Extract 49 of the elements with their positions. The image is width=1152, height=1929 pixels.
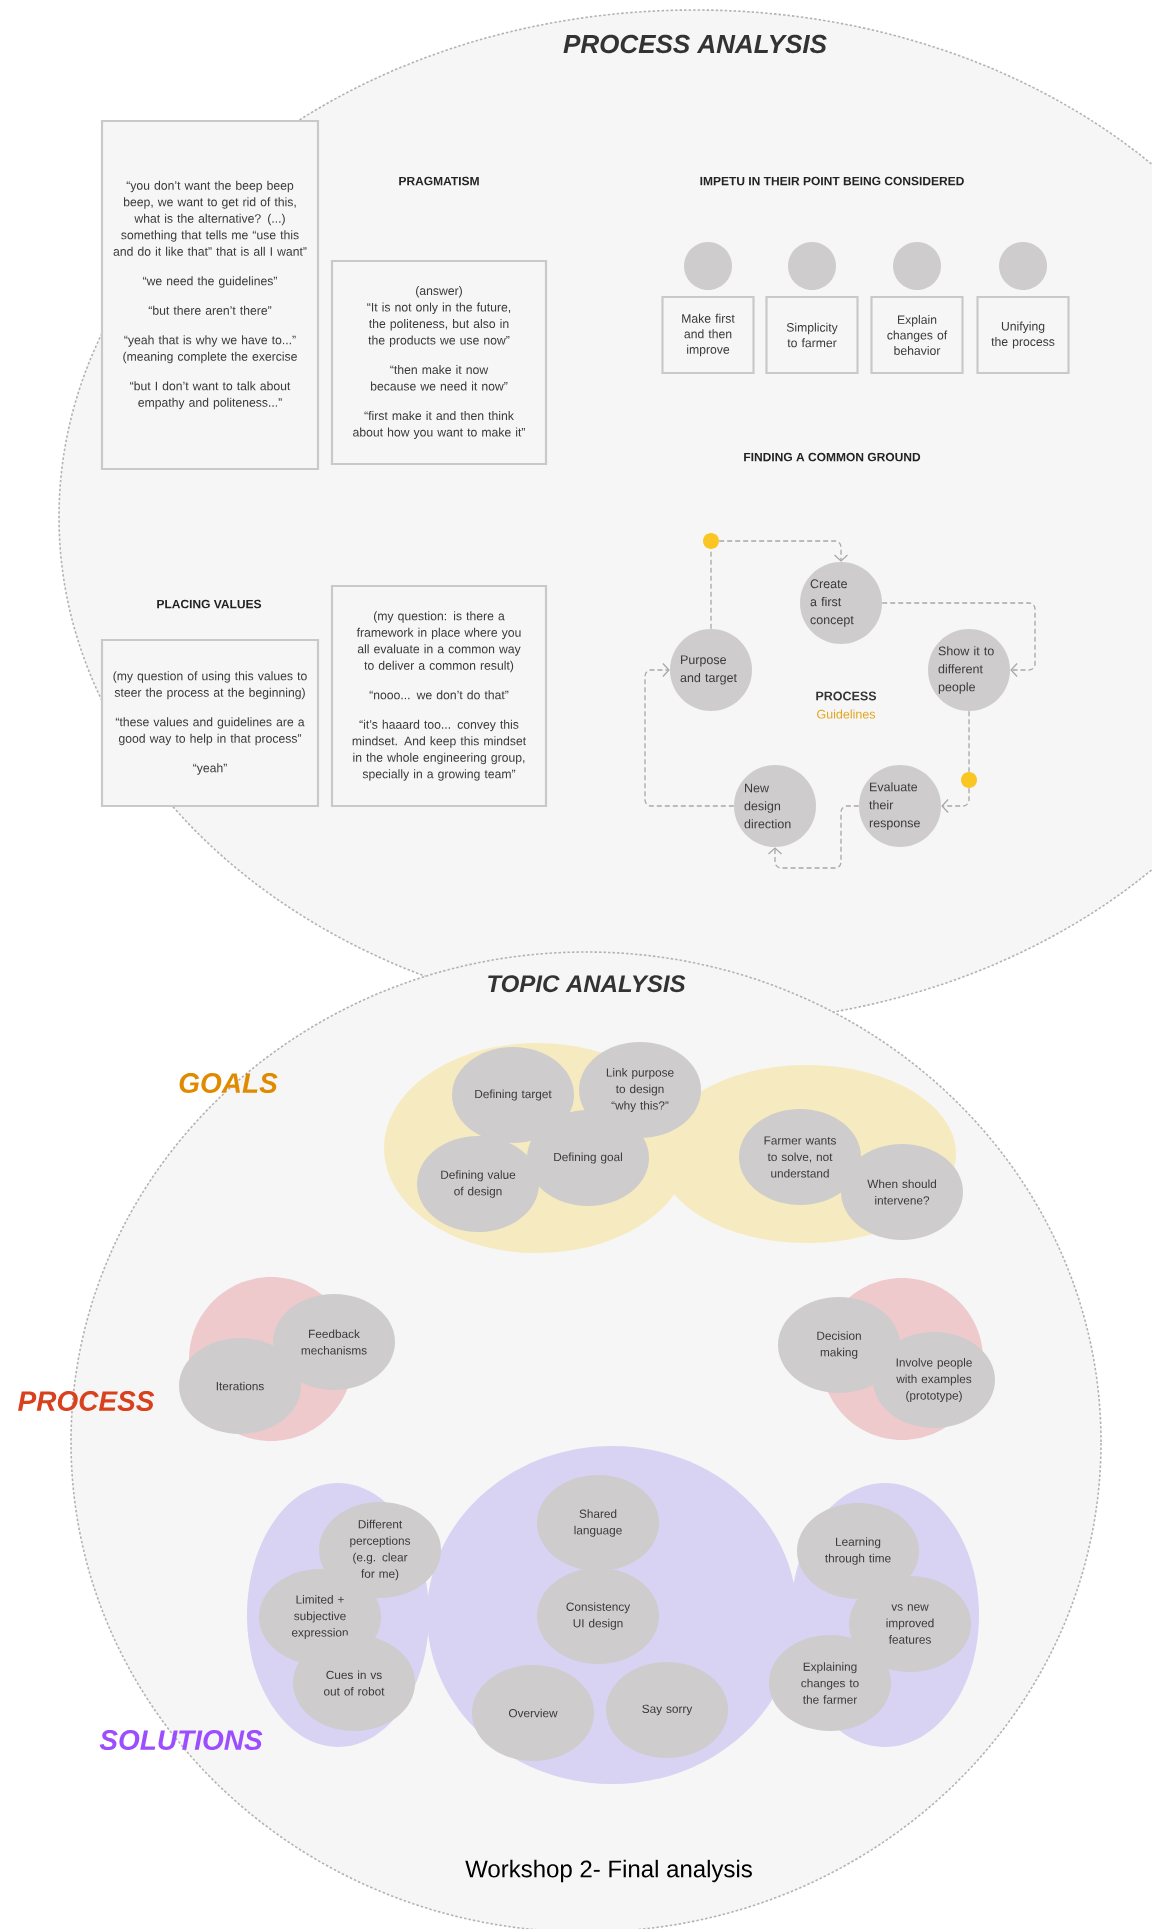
topic-bubble: When should intervene? xyxy=(841,1144,963,1240)
quote-box: (answer) “It is not only in the future, the politeness, but also in the products we use now” “then make it now because we need it now” “first make it and then think about how you want to make it” xyxy=(330,259,548,466)
section-label: SOLUTIONS xyxy=(99,1730,263,1750)
avatar-circle xyxy=(788,242,836,290)
topic-bubble: Say sorry xyxy=(606,1662,728,1758)
quote-box: (my question of using this values to steer the process at the beginning) “these values and guidelines are a good way to help in that process” “yeah” xyxy=(100,638,320,808)
topic-bubble: Defining value of design xyxy=(417,1136,539,1232)
heading-text: PRAGMATISM xyxy=(399,176,479,186)
marker-dot xyxy=(703,533,719,549)
avatar-circle xyxy=(999,242,1047,290)
topic-bubble: Iterations xyxy=(179,1338,301,1434)
node-label: Decision making xyxy=(817,1331,861,1359)
dashed-arrow xyxy=(881,602,1036,678)
topic-bubble: Feedback mechanisms xyxy=(273,1294,395,1390)
topic-bubble: Defining target xyxy=(452,1047,574,1143)
heading-text: FINDING A COMMON GROUND xyxy=(744,452,921,462)
section-label: GOALS xyxy=(179,1073,278,1093)
topic-bubble: Farmer wants to solve, not understand xyxy=(739,1109,861,1205)
heading-text: Guidelines xyxy=(817,709,876,719)
quote-box: “you don’t want the beep beep beep, we want to get rid of this, what is the alternative? (...) something that tells me “use this and do it like that” that is all I want” “we need the guidelines” “but there aren’t there” “yeah that is why we have to...” (meaning complete the exercise “but I don’t want to talk about empathy and politeness...” xyxy=(100,119,320,471)
statement-box: Make first and then improve xyxy=(661,295,755,375)
node-label: Learning through time xyxy=(825,1537,891,1565)
node-label: Link purpose to design “why this?” xyxy=(606,1068,674,1113)
quote-box: (my question: is there a framework in place where you all evaluate in a common way to deliver a common result) “nooo... we don’t do that” “it’s haaard too... convey this mindset. And keep this mindset in the whole engineering group, specially in a growing team” xyxy=(330,584,548,808)
avatar-circle xyxy=(684,242,732,290)
node-label: Defining target xyxy=(475,1089,552,1101)
dashed-arrow xyxy=(941,787,970,814)
dashed-arrow xyxy=(718,540,849,562)
node-label: Cues in vs out of robot xyxy=(324,1670,385,1696)
node-label: When should intervene? xyxy=(867,1179,936,1205)
heading-text: IMPETU IN THEIR POINT BEING CONSIDERED xyxy=(700,176,964,186)
heading-text: PROCESS xyxy=(816,691,877,701)
node-label: Defining value of design xyxy=(441,1170,516,1198)
topic-bubble: Overview xyxy=(472,1665,594,1761)
avatar-circle xyxy=(893,242,941,290)
topic-bubble: Consistency UI design xyxy=(537,1568,659,1664)
node-label: Defining goal xyxy=(554,1152,622,1164)
topic-bubble: Involve people with examples (prototype) xyxy=(873,1332,995,1428)
node-label: TOPIC ANALYSIS xyxy=(488,975,686,993)
topic-bubble: Learning through time xyxy=(797,1503,919,1599)
heading-text: PLACING VALUES xyxy=(157,599,262,609)
caption: Workshop 2- Final analysis xyxy=(465,1859,752,1883)
marker-dot xyxy=(961,772,977,788)
statement-box: Unifying the process xyxy=(976,295,1070,375)
node-label: Farmer wants to solve, not understand xyxy=(764,1136,836,1178)
statement-box: Simplicity to farmer xyxy=(765,295,859,375)
topic-bubble: Shared language xyxy=(537,1475,659,1571)
statement-box: Explain changes of behavior xyxy=(870,295,964,375)
dashed-arrow xyxy=(644,662,735,807)
